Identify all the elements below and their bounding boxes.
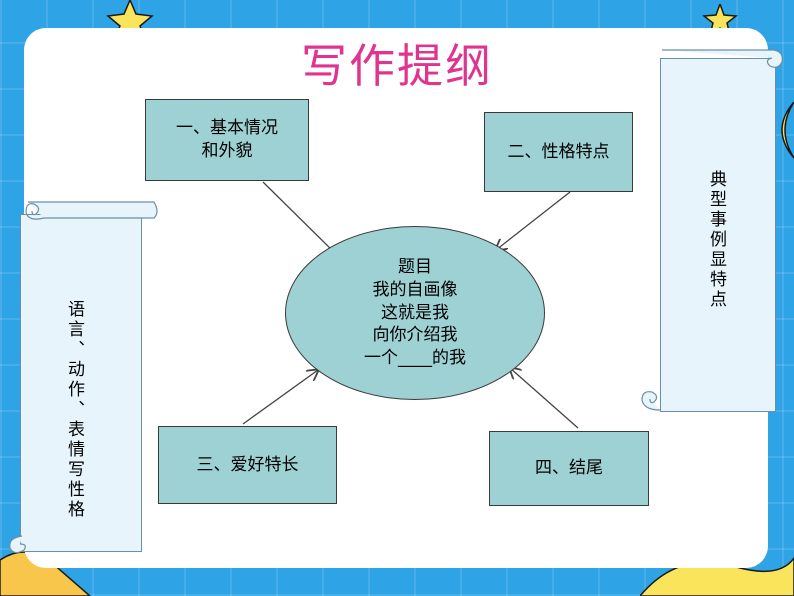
left-scroll-bottom-curl (9, 535, 26, 554)
arrow-b1-to-center (262, 181, 340, 258)
arrow-b2-to-center (496, 191, 571, 250)
page-title: 写作提纲 (301, 39, 493, 93)
right-scroll-bottom-curl (641, 391, 661, 411)
right-scroll-text: 典型事例显特点 (706, 170, 726, 310)
center-line: 这就是我 (381, 302, 449, 323)
center-line: 我的自画像 (372, 279, 458, 300)
center-line: 向你介绍我 (372, 325, 458, 346)
right-scroll (660, 58, 776, 412)
right-scroll-top-curl (662, 49, 783, 68)
arrow-b4-to-center (510, 368, 579, 429)
center-line: 一个____的我 (364, 348, 466, 369)
outline-box-ending: 四、结尾 (489, 431, 649, 506)
outline-box-appearance: 一、基本情况 和外貌 (145, 99, 309, 181)
left-scroll-top-curl (25, 201, 158, 220)
outline-box-hobbies: 三、爱好特长 (158, 426, 337, 504)
left-scroll-text: 语言、动作、表情写性格 (64, 300, 84, 520)
left-scroll (20, 214, 142, 552)
center-topic-ellipse: 题目 我的自画像 这就是我 向你介绍我 一个____的我 (285, 226, 545, 400)
arrow-b3-to-center (242, 370, 318, 425)
center-line: 题目 (398, 256, 432, 277)
outline-box-personality: 二、性格特点 (484, 112, 633, 192)
